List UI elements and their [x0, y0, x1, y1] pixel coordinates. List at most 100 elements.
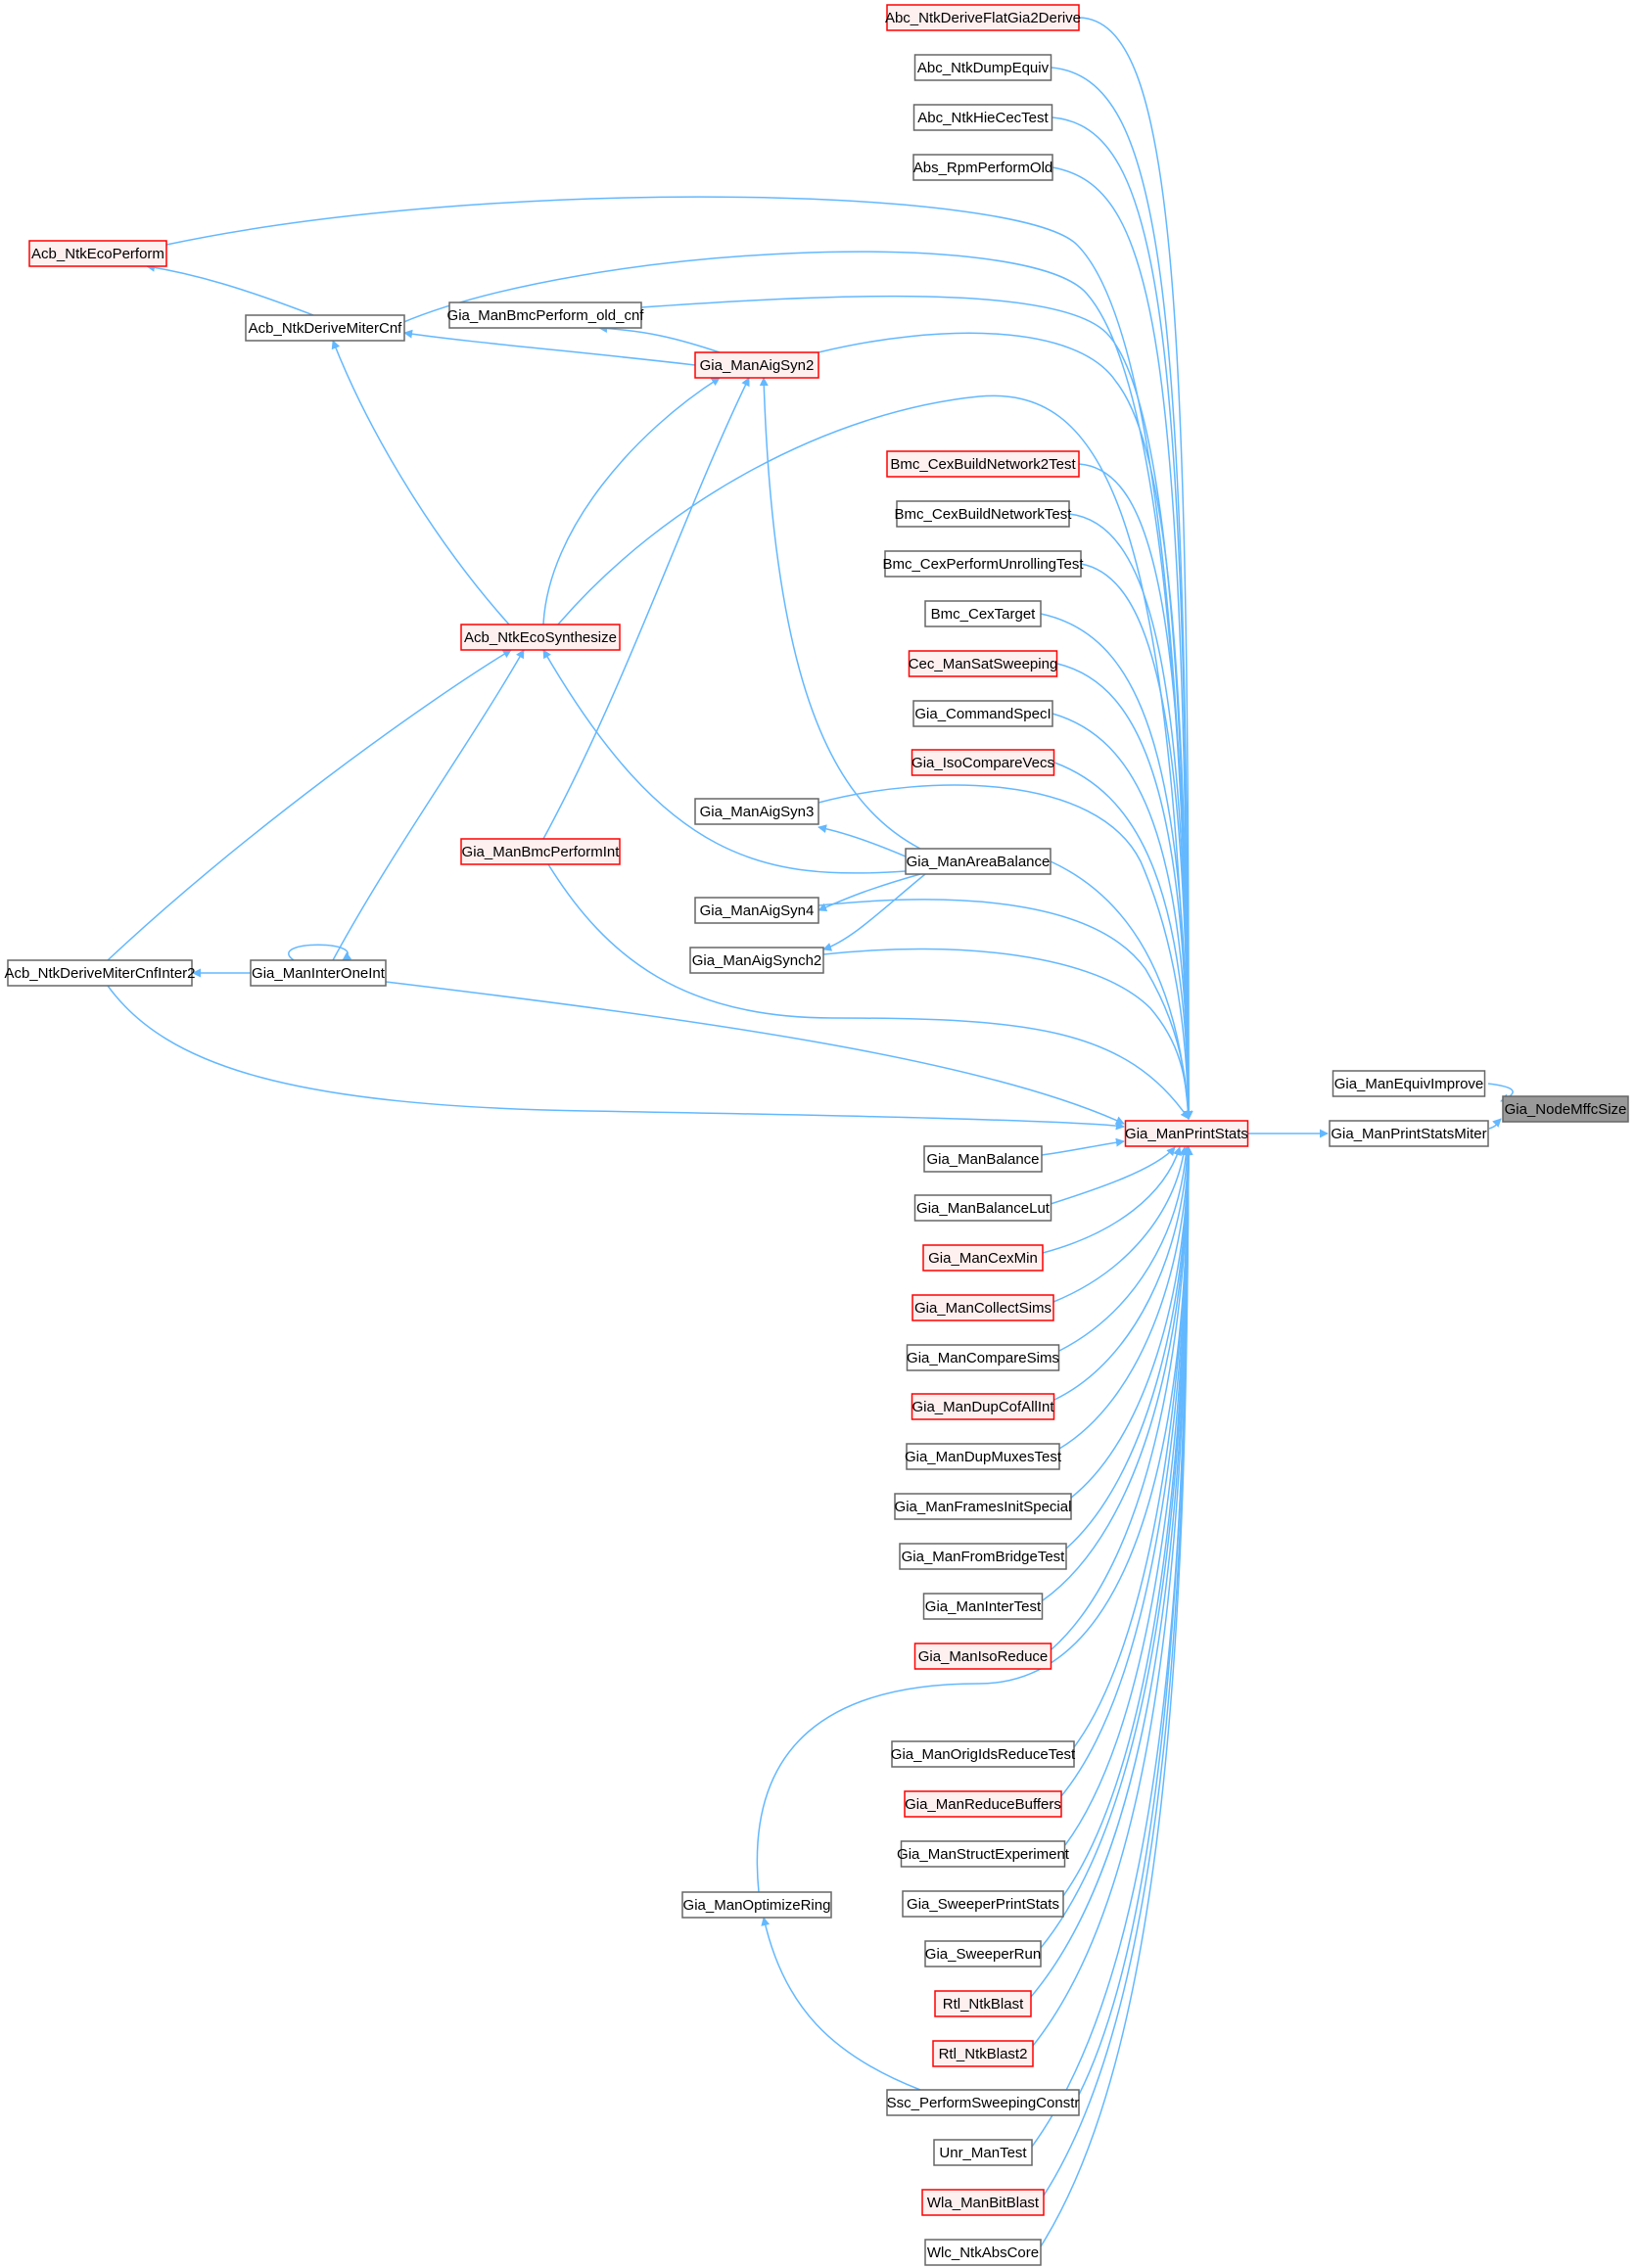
edge-line	[332, 649, 525, 961]
node-label: Wlc_NtkAbsCore	[927, 2245, 1039, 2261]
node-gia-manprintstatsmiter[interactable]: Gia_ManPrintStatsMiter	[1329, 1120, 1489, 1147]
edge-layer	[107, 17, 1514, 2247]
node-box	[28, 240, 167, 267]
edge-n2-to-n0	[1488, 1118, 1502, 1130]
edge-line	[385, 981, 1125, 1125]
node-gia-mandupcofallint[interactable]: Gia_ManDupCofAllInt	[911, 1393, 1054, 1420]
node-box	[694, 897, 819, 924]
node-box	[911, 1294, 1054, 1321]
node-label: Bmc_CexBuildNetwork2Test	[890, 456, 1076, 473]
node-rtl-ntkblast[interactable]: Rtl_NtkBlast	[934, 1990, 1032, 2017]
node-label: Gia_ManCollectSims	[914, 1300, 1052, 1317]
node-gia-manisoreduce[interactable]: Gia_ManIsoReduce	[913, 1643, 1052, 1670]
node-bmc-cexbuildnetworktest[interactable]: Bmc_CexBuildNetworkTest	[895, 500, 1073, 528]
node-acb-ntkderivemitercnfinter2[interactable]: Acb_NtkDeriveMiterCnfInter2	[4, 959, 196, 987]
node-gia-maninteroneint[interactable]: Gia_ManInterOneInt	[250, 959, 387, 987]
node-gia-sweeperprintstats[interactable]: Gia_SweeperPrintStats	[902, 1890, 1064, 1918]
node-gia-manintertest[interactable]: Gia_ManInterTest	[922, 1593, 1044, 1620]
node-box	[1332, 1070, 1486, 1097]
node-wla-manbitblast[interactable]: Wla_ManBitBlast	[921, 2189, 1045, 2216]
edge-n21-to-n20	[818, 824, 907, 857]
node-unr-mantest[interactable]: Unr_ManTest	[933, 2139, 1033, 2166]
edge-n21-to-n12	[542, 649, 907, 874]
node-cec-mansatsweeping[interactable]: Cec_ManSatSweeping	[908, 650, 1058, 677]
node-gia-isocomparevecs[interactable]: Gia_IsoCompareVecs	[911, 749, 1055, 776]
node-gia-manreducebuffers[interactable]: Gia_ManReduceBuffers	[904, 1790, 1062, 1818]
edge-n4-to-n3	[1078, 17, 1193, 1120]
node-acb-ntkderivemitercnf[interactable]: Acb_NtkDeriveMiterCnf	[245, 314, 405, 342]
edge-n12-to-n11	[542, 377, 721, 625]
edge-line	[1080, 563, 1193, 1120]
node-label: Wla_ManBitBlast	[927, 2195, 1040, 2211]
node-gia-sweeperrun[interactable]: Gia_SweeperRun	[924, 1940, 1042, 1967]
edge-line	[1052, 713, 1193, 1120]
node-label: Gia_ManIsoReduce	[918, 1648, 1049, 1665]
node-gia-manbmcperformint[interactable]: Gia_ManBmcPerformInt	[460, 838, 621, 865]
node-gia-manbalance[interactable]: Gia_ManBalance	[923, 1145, 1043, 1173]
edge-n24-to-n3	[822, 948, 1193, 1120]
node-acb-ntkecosynthesize[interactable]: Acb_NtkEcoSynthesize	[460, 624, 621, 651]
node-gia-manaigsynch2[interactable]: Gia_ManAigSynch2	[689, 947, 824, 974]
node-wlc-ntkabscore[interactable]: Wlc_NtkAbsCore	[924, 2239, 1042, 2266]
node-acb-ntkecoperform[interactable]: Acb_NtkEcoPerform	[28, 240, 167, 267]
node-rtl-ntkblast2[interactable]: Rtl_NtkBlast2	[932, 2040, 1034, 2067]
edge-line	[1040, 613, 1193, 1120]
node-label: Ssc_PerformSweepingConstr	[887, 2095, 1080, 2111]
node-gia-mandupmuxestest[interactable]: Gia_ManDupMuxesTest	[905, 1443, 1062, 1470]
node-label: Gia_ManOptimizeRing	[683, 1897, 831, 1914]
node-gia-manareabalance[interactable]: Gia_ManAreaBalance	[905, 848, 1052, 875]
node-label: Gia_ManCexMin	[928, 1250, 1038, 1267]
edge-n47-to-n3	[1031, 1146, 1193, 2148]
edge-n16-to-n3	[1040, 613, 1193, 1120]
node-gia-manaigsyn3[interactable]: Gia_ManAigSyn3	[694, 798, 819, 825]
node-label: Gia_ManOrigIdsReduceTest	[891, 1746, 1076, 1763]
node-box	[448, 301, 642, 329]
edge-n31-to-n3	[1058, 1146, 1191, 1352]
node-bmc-cextarget[interactable]: Bmc_CexTarget	[924, 600, 1042, 627]
edge-line	[542, 377, 721, 625]
edge-line	[1050, 860, 1192, 1120]
node-gia-manbalancelut[interactable]: Gia_ManBalanceLut	[913, 1194, 1052, 1222]
node-box	[886, 2089, 1080, 2116]
node-gia-mancexmin[interactable]: Gia_ManCexMin	[922, 1244, 1044, 1272]
node-gia-manstructexperiment[interactable]: Gia_ManStructExperiment	[897, 1840, 1070, 1868]
node-abc-ntkhiecectest[interactable]: Abc_NtkHieCecTest	[912, 104, 1053, 131]
node-box	[896, 500, 1070, 528]
node-label: Acb_NtkEcoPerform	[31, 246, 164, 262]
node-gia-manaigsyn4[interactable]: Gia_ManAigSyn4	[694, 897, 819, 924]
node-abs-rpmperformold[interactable]: Abs_RpmPerformOld	[912, 154, 1053, 181]
edge-line	[1060, 1146, 1193, 1797]
node-box	[460, 838, 621, 865]
edge-n22-to-n11	[542, 377, 750, 840]
node-box	[913, 1643, 1052, 1670]
node-gia-manoptimizering[interactable]: Gia_ManOptimizeRing	[681, 1891, 832, 1919]
node-box	[908, 650, 1058, 677]
edge-line	[1064, 1146, 1193, 1846]
node-gia-manorigidsreducetest[interactable]: Gia_ManOrigIdsReduceTest	[891, 1740, 1076, 1768]
node-box	[250, 959, 387, 987]
node-gia-manframesinitspecial[interactable]: Gia_ManFramesInitSpecial	[894, 1493, 1072, 1520]
node-bmc-cexbuildnetwork2test[interactable]: Bmc_CexBuildNetwork2Test	[886, 450, 1080, 478]
node-box	[906, 1443, 1060, 1470]
edge-line	[542, 649, 907, 874]
edge-n17-to-n3	[1056, 663, 1193, 1120]
node-label: Gia_NodeMffcSize	[1505, 1101, 1627, 1118]
node-gia-manequivimprove[interactable]: Gia_ManEquivImprove	[1332, 1070, 1486, 1097]
node-abc-ntkdumpequiv[interactable]: Abc_NtkDumpEquiv	[913, 54, 1052, 81]
node-label: Gia_ManAigSynch2	[692, 952, 822, 969]
node-box	[912, 104, 1053, 131]
edge-n12-to-n9	[331, 340, 510, 625]
node-gia-mancomparesims[interactable]: Gia_ManCompareSims	[906, 1344, 1060, 1371]
edge-n19-to-n3	[1053, 762, 1193, 1120]
edge-n15-to-n3	[1080, 563, 1193, 1120]
node-abc-ntkderiveflatgia2derive[interactable]: Abc_NtkDeriveFlatGia2Derive	[885, 4, 1081, 31]
node-gia-commandspeci[interactable]: Gia_CommandSpecI	[912, 700, 1053, 727]
node-gia-manfrombridgetest[interactable]: Gia_ManFromBridgeTest	[899, 1543, 1067, 1570]
node-bmc-cexperformunrollingtest[interactable]: Bmc_CexPerformUnrollingTest	[882, 550, 1084, 578]
node-gia-manbmcperform-old-cnf[interactable]: Gia_ManBmcPerform_old_cnf	[447, 301, 645, 329]
node-gia-manprintstats[interactable]: Gia_ManPrintStats	[1124, 1120, 1249, 1147]
node-gia-manaigsyn2[interactable]: Gia_ManAigSyn2	[694, 351, 819, 379]
node-ssc-performsweepingconstr[interactable]: Ssc_PerformSweepingConstr	[886, 2089, 1080, 2116]
node-box	[924, 600, 1042, 627]
node-gia-mancollectsims[interactable]: Gia_ManCollectSims	[911, 1294, 1054, 1321]
